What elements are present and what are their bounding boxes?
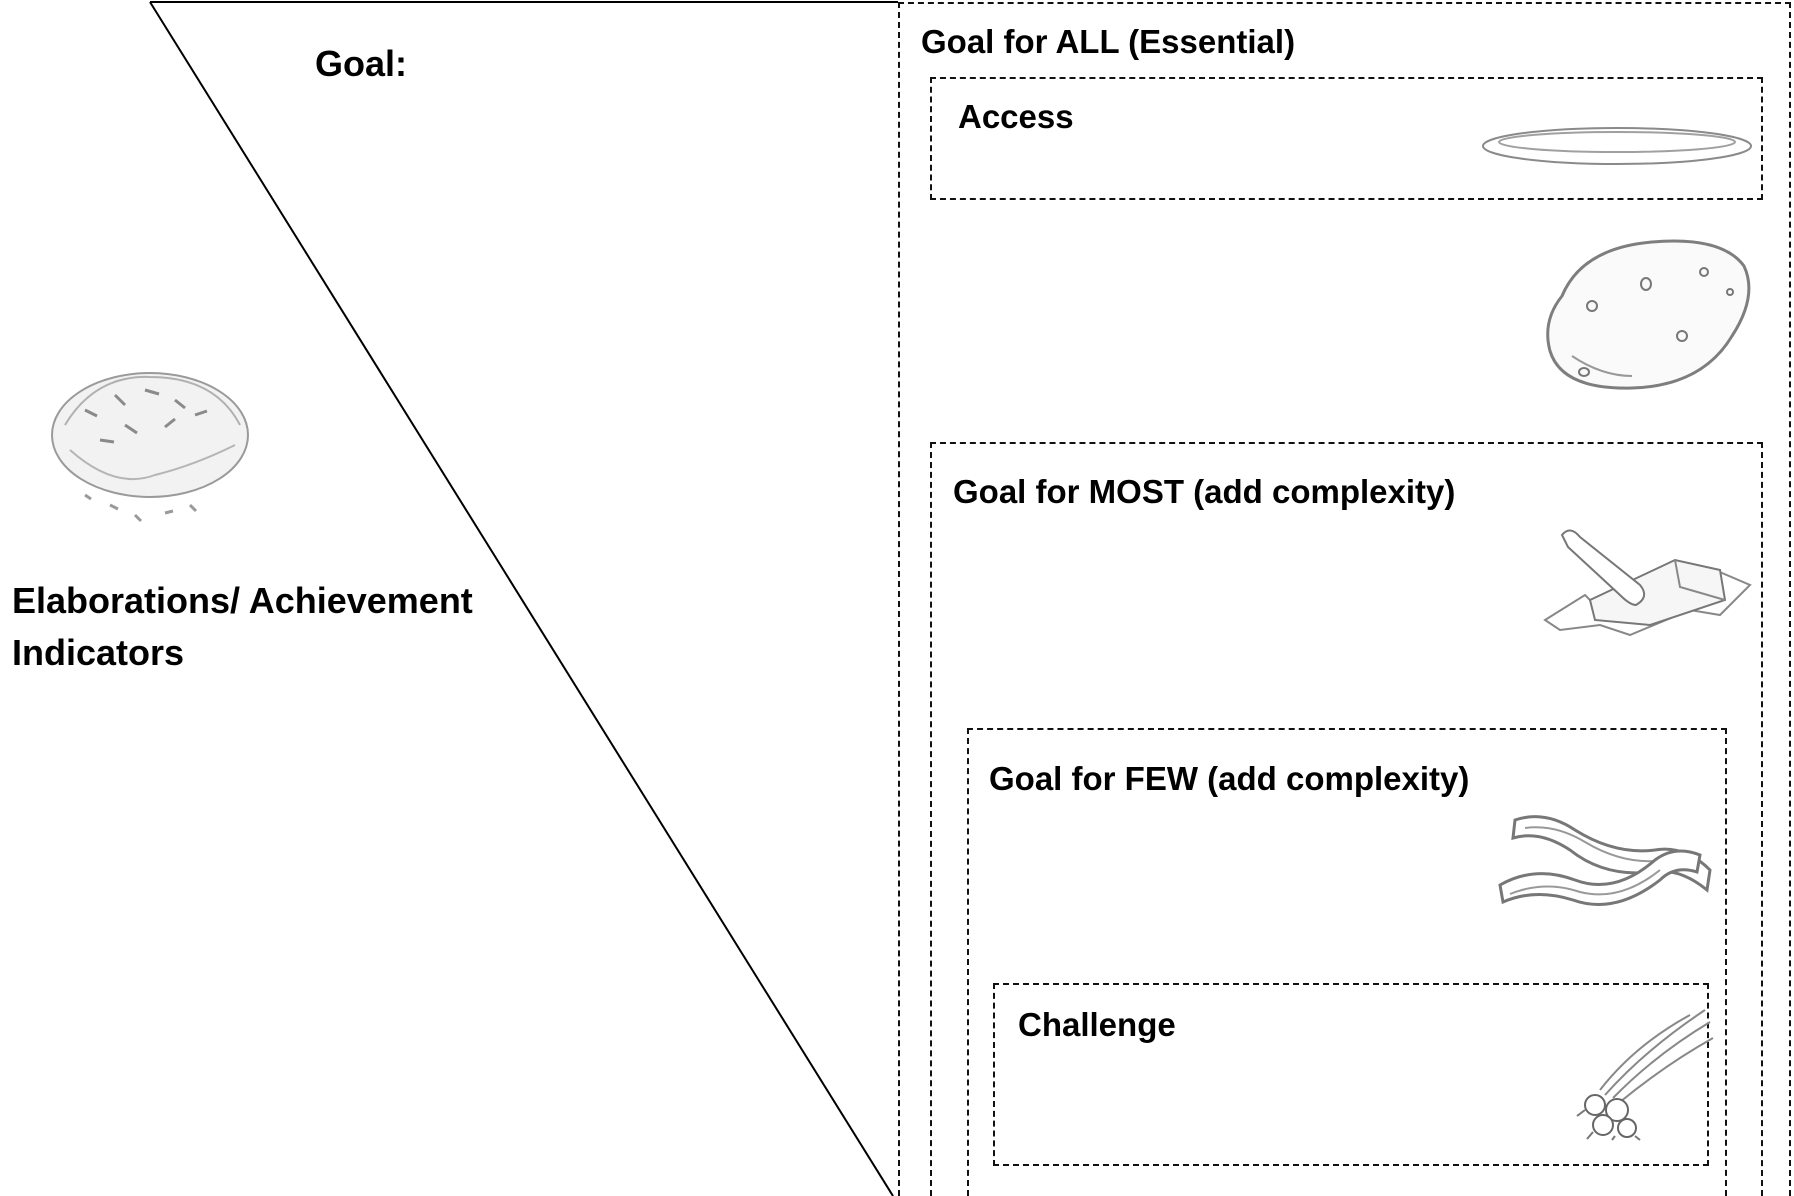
plate-icon: [1480, 124, 1755, 170]
butter-knife-icon: [1540, 525, 1755, 655]
challenge-label: Challenge: [1018, 1006, 1176, 1043]
goal-few-label: Goal for FEW (add complexity): [989, 760, 1470, 797]
potato-icon: [1532, 236, 1757, 396]
elaborations-label: Elaborations/ Achievement Indicators: [12, 580, 473, 673]
goal-most-box: [930, 442, 1763, 1196]
challenge-box: [993, 983, 1709, 1166]
green-onion-icon: [1565, 1009, 1715, 1141]
goal-label: Goal:: [315, 43, 408, 84]
access-box: [930, 77, 1763, 200]
goal-most-label: Goal for MOST (add complexity): [953, 473, 1456, 510]
bacon-icon: [1495, 810, 1715, 920]
goal-all-box: [898, 2, 1791, 1196]
goal-few-box: [967, 728, 1727, 1196]
loaded-baked-potato-icon: [25, 355, 275, 555]
goal-all-label: Goal for ALL (Essential): [921, 23, 1296, 60]
access-label: Access: [958, 98, 1074, 135]
